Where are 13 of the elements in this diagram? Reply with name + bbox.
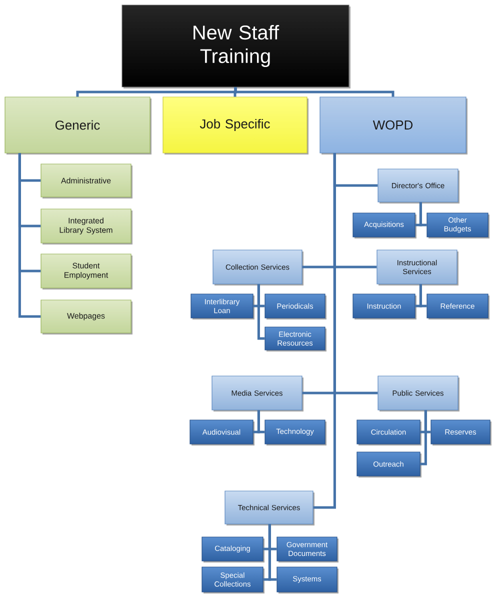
title-box: New Staff Training: [122, 4, 350, 88]
connector-line: [419, 202, 427, 226]
category-box: Generic: [4, 96, 152, 154]
connector-line: [419, 284, 427, 308]
connector-line: [18, 153, 41, 318]
connector-line: [313, 153, 336, 509]
connector-line: [257, 410, 265, 434]
connector-line: [234, 87, 394, 97]
category-box: WOPD: [320, 96, 468, 154]
connector-line: [268, 524, 277, 581]
connector-line: [420, 410, 427, 466]
category-box: Job Specific: [162, 96, 308, 154]
connector-line: [257, 284, 265, 340]
